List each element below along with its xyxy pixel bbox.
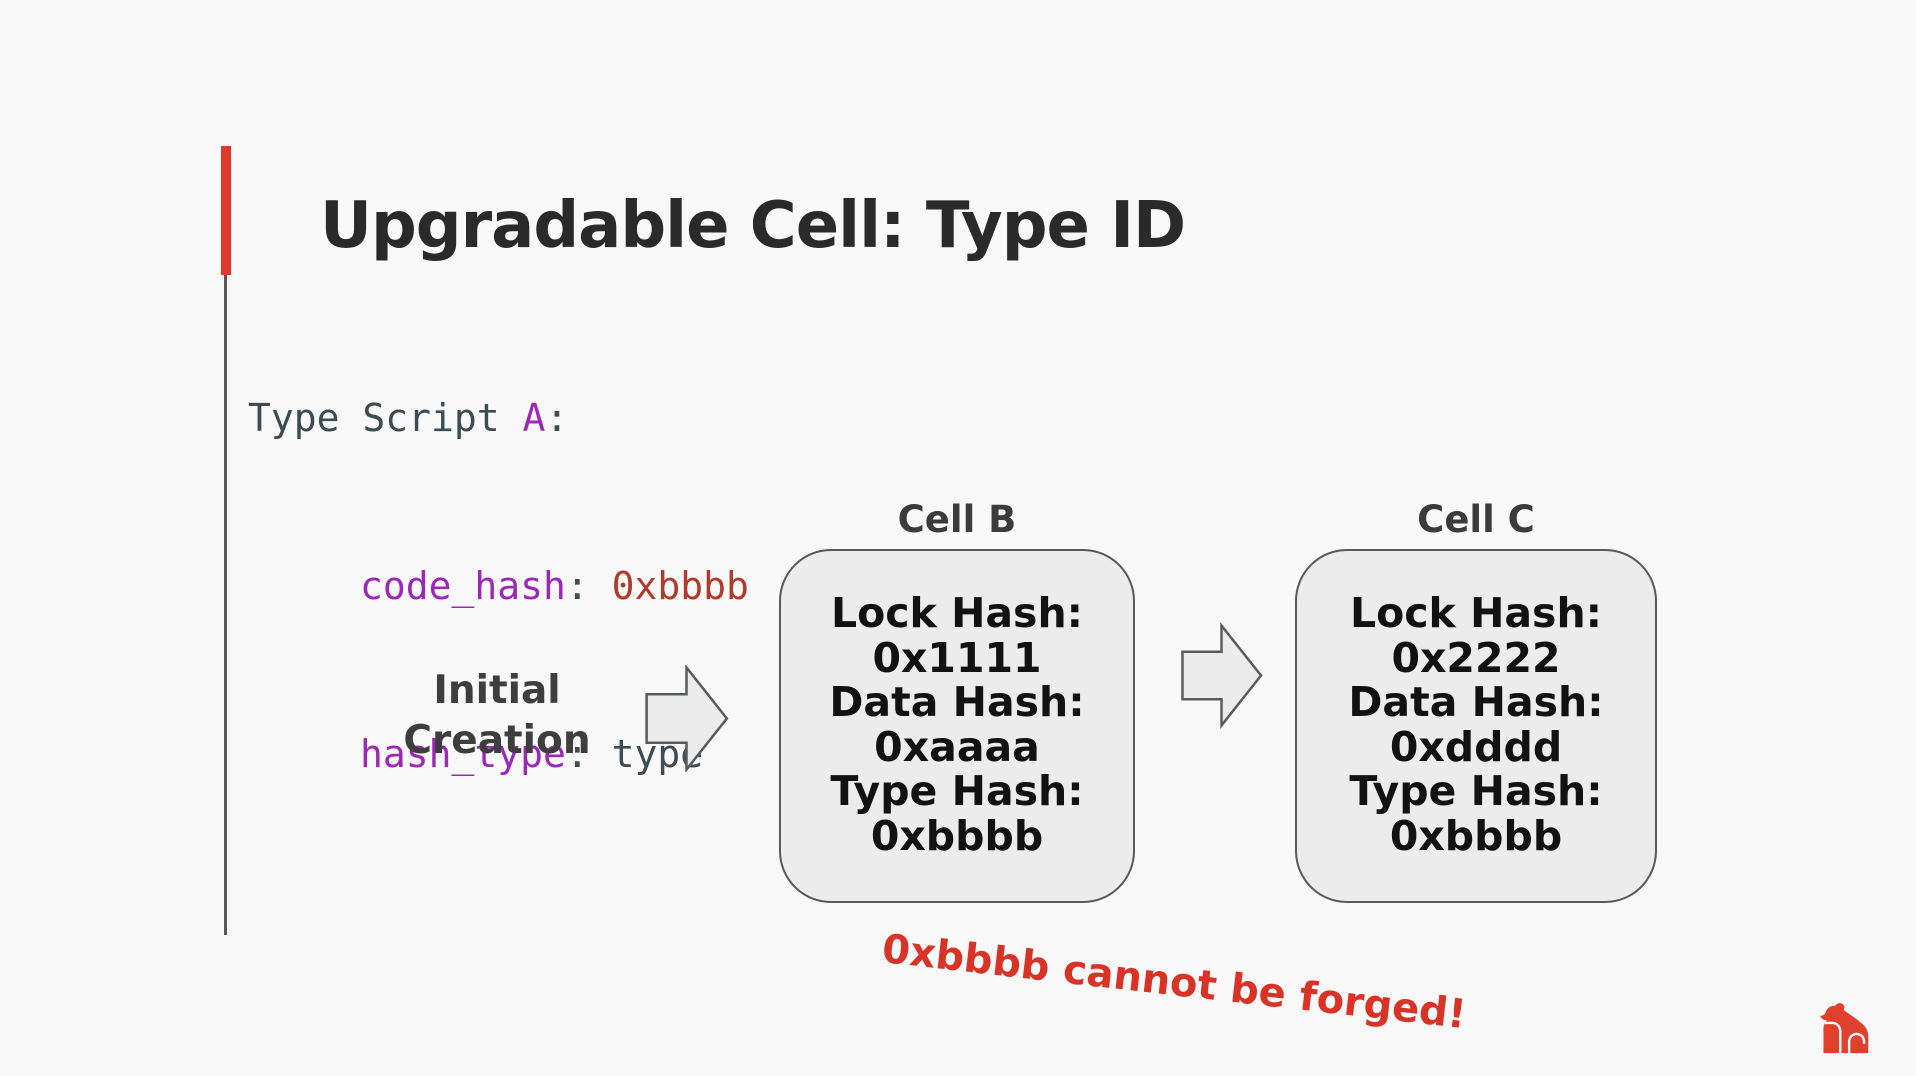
cell-line: Data Hash:	[1348, 678, 1604, 726]
cell-c-box: Lock Hash: 0x2222 Data Hash: 0xdddd Type…	[1295, 549, 1657, 903]
code-key: hash_type	[360, 732, 566, 776]
slide-title: Upgradable Cell: Type ID	[320, 188, 1186, 263]
arrow-right-icon	[645, 665, 729, 772]
vertical-rule	[224, 275, 227, 935]
code-colon: :	[545, 396, 569, 440]
cell-line: Lock Hash:	[1349, 589, 1603, 637]
initial-creation-label: Initial Creation	[372, 666, 622, 766]
code-highlight: A	[522, 396, 546, 440]
cell-b-label: Cell B	[897, 498, 1017, 541]
gorilla-logo-icon	[1820, 1003, 1869, 1054]
code-sep: :	[565, 732, 612, 776]
cell-line: 0xdddd	[1389, 722, 1563, 771]
cell-line: 0x2222	[1391, 633, 1561, 682]
cell-line: 0xbbbb	[1389, 811, 1563, 860]
arrow-right-icon	[1181, 622, 1263, 729]
code-line-2: code_hash: 0xbbbb	[360, 558, 749, 614]
cell-b-box: Lock Hash: 0x1111 Data Hash: 0xaaaa Type…	[779, 549, 1135, 903]
code-sep: :	[565, 564, 612, 608]
code-text: Type Script	[248, 396, 523, 440]
accent-bar	[221, 146, 231, 275]
cell-line: Type Hash:	[1349, 767, 1603, 815]
code-value: 0xbbbb	[611, 564, 749, 608]
code-line-3: hash_type: type	[360, 726, 749, 782]
code-key: code_hash	[360, 564, 566, 608]
initial-label-line: Initial	[433, 668, 561, 713]
code-line-1: Type Script A:	[248, 390, 749, 446]
cell-line: 0xaaaa	[874, 722, 1040, 771]
cell-line: Data Hash:	[829, 678, 1085, 726]
annotation-text: 0xbbbb cannot be forged!	[879, 926, 1469, 1039]
cell-c-label: Cell C	[1417, 498, 1535, 541]
cell-line: 0xbbbb	[870, 811, 1044, 860]
cell-line: 0x1111	[872, 633, 1042, 682]
code-block: Type Script A: code_hash: 0xbbbb hash_ty…	[248, 278, 749, 894]
initial-label-line: Creation	[403, 718, 591, 763]
cell-line: Lock Hash:	[830, 589, 1084, 637]
cell-line: Type Hash:	[830, 767, 1084, 815]
